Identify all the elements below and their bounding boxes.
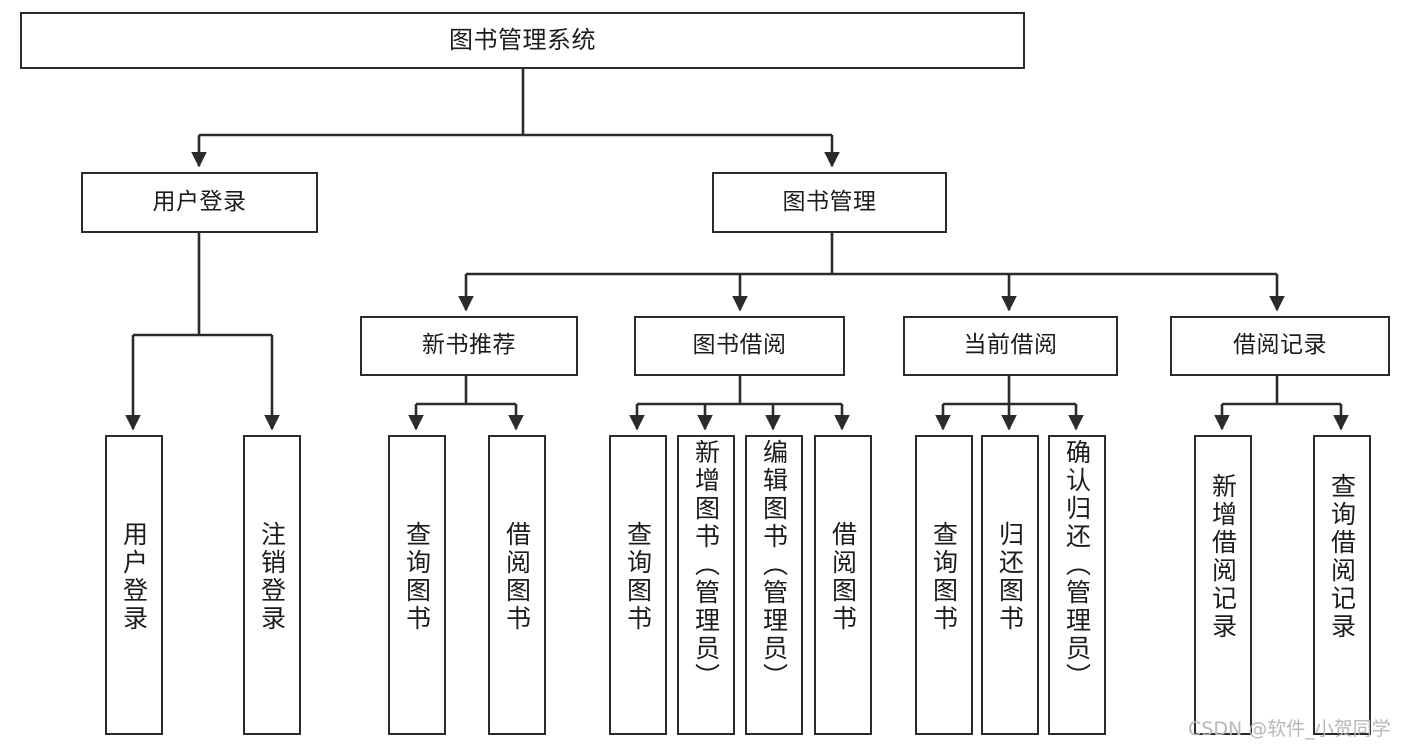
node-label: 用户登录 <box>152 188 247 215</box>
node-user-login[interactable]: 用户登录 <box>81 172 318 233</box>
node-label: 图书管理 <box>782 188 877 215</box>
node-leaf-add-book[interactable]: 新增图书（管理员） <box>677 435 735 735</box>
node-label: 借阅图书 <box>828 521 858 633</box>
node-new-book-recommend[interactable]: 新书推荐 <box>360 316 578 376</box>
node-label: 查询图书 <box>929 521 959 633</box>
node-label: 确认归还（管理员） <box>1062 439 1092 691</box>
node-current-borrow[interactable]: 当前借阅 <box>903 316 1118 376</box>
node-label: 图书管理系统 <box>449 26 596 55</box>
node-borrow-record[interactable]: 借阅记录 <box>1170 316 1390 376</box>
node-label: 新书推荐 <box>422 332 516 359</box>
node-label: 编辑图书（管理员） <box>759 439 789 691</box>
node-leaf-user-login[interactable]: 用户登录 <box>105 435 163 735</box>
node-leaf-query-record[interactable]: 查询借阅记录 <box>1313 435 1371 735</box>
node-label: 图书借阅 <box>692 332 787 359</box>
node-leaf-query-book-2[interactable]: 查询图书 <box>609 435 667 735</box>
node-leaf-confirm-return[interactable]: 确认归还（管理员） <box>1048 435 1106 735</box>
node-label: 借阅图书 <box>502 521 532 633</box>
node-book-borrow[interactable]: 图书借阅 <box>634 316 845 376</box>
node-leaf-edit-book[interactable]: 编辑图书（管理员） <box>745 435 803 735</box>
csdn-watermark: CSDN @软件_小贺同学 <box>1188 718 1391 740</box>
node-leaf-borrow-book-2[interactable]: 借阅图书 <box>814 435 872 735</box>
node-label: 注销登录 <box>257 521 287 633</box>
node-leaf-return-book[interactable]: 归还图书 <box>981 435 1039 735</box>
node-book-management[interactable]: 图书管理 <box>712 172 947 233</box>
node-label: 查询图书 <box>402 521 432 633</box>
node-label: 新增借阅记录 <box>1208 473 1238 641</box>
node-label: 查询图书 <box>623 521 653 633</box>
node-leaf-query-book-1[interactable]: 查询图书 <box>388 435 446 735</box>
node-label: 查询借阅记录 <box>1327 473 1357 641</box>
node-label: 新增图书（管理员） <box>691 439 721 691</box>
node-label: 归还图书 <box>995 521 1025 633</box>
node-label: 借阅记录 <box>1233 332 1327 359</box>
node-leaf-query-book-3[interactable]: 查询图书 <box>915 435 973 735</box>
node-leaf-borrow-book-1[interactable]: 借阅图书 <box>488 435 546 735</box>
node-leaf-add-record[interactable]: 新增借阅记录 <box>1194 435 1252 735</box>
node-root-book-management-system[interactable]: 图书管理系统 <box>20 12 1025 69</box>
node-label: 用户登录 <box>119 521 149 633</box>
node-label: 当前借阅 <box>963 332 1058 359</box>
node-leaf-logout-login[interactable]: 注销登录 <box>243 435 301 735</box>
